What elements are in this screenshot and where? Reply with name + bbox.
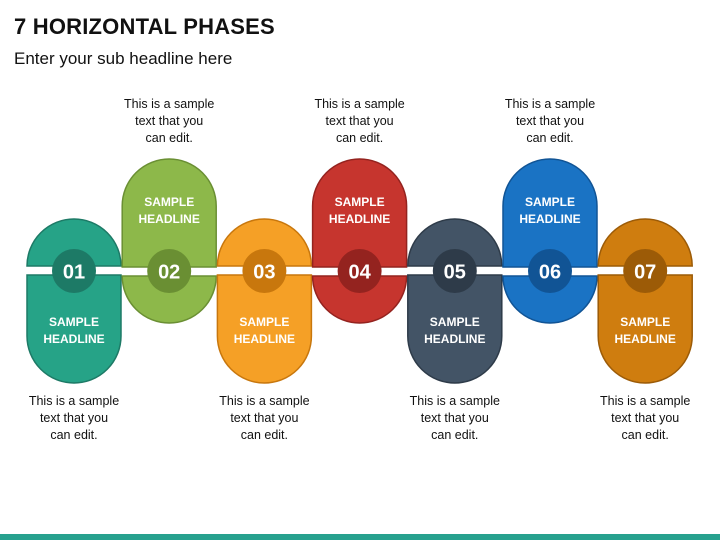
phase-headline-line: SAMPLE: [239, 315, 289, 329]
description-line: can edit.: [431, 428, 479, 442]
description-line: can edit.: [145, 131, 193, 145]
description-line: text that you: [135, 114, 204, 128]
phase-02: [121, 158, 217, 324]
description-line: This is a sample: [314, 97, 405, 111]
phase-headline-line: HEADLINE: [234, 332, 295, 346]
description-line: text that you: [611, 411, 680, 425]
phase-number-circle: [147, 249, 192, 293]
description-line: text that you: [420, 411, 489, 425]
description-line: can edit.: [335, 131, 384, 145]
phase-07: [597, 218, 693, 384]
phase-semicircle: [311, 275, 408, 324]
phase-number: 03: [253, 262, 275, 284]
phase-number-circle: [242, 249, 287, 293]
phase-headline-line: SAMPLE: [144, 195, 194, 209]
description-line: can edit.: [526, 131, 574, 145]
phase-headline-line: SAMPLE: [49, 315, 99, 329]
phase-headline-line: SAMPLE: [430, 315, 480, 329]
description-line: This is a sample: [219, 394, 310, 408]
description-line: This is a sample: [28, 394, 120, 408]
phase-number-circle: [337, 249, 382, 293]
phase-01: [26, 218, 122, 384]
description-line: This is a sample: [409, 394, 500, 408]
description-line: text that you: [39, 411, 109, 425]
phase-number: 05: [444, 262, 466, 284]
phase-number: 07: [634, 262, 656, 284]
phase-labels: 01SAMPLEHEADLINE02SAMPLEHEADLINE03SAMPLE…: [43, 195, 676, 346]
phase-semicircle: [121, 275, 217, 324]
description-line: This is a sample: [124, 97, 215, 111]
phase-headline-line: HEADLINE: [329, 212, 390, 226]
phase-semicircle: [216, 218, 313, 267]
phase-04-description: This is a sample text that you can edit.: [295, 96, 425, 147]
phase-04: [311, 158, 408, 324]
phase-number-circle: [623, 249, 668, 293]
description-line: This is a sample: [504, 97, 596, 111]
bottom-accent-bar: [0, 534, 720, 540]
page-subtitle: Enter your sub headline here: [14, 49, 233, 68]
description-line: text that you: [230, 411, 299, 425]
phase-headline-line: SAMPLE: [525, 195, 575, 209]
phase-semicircle: [597, 218, 693, 267]
description-line: text that you: [515, 114, 585, 128]
phase-headline-line: HEADLINE: [139, 212, 200, 226]
phase-semicircle: [502, 275, 598, 324]
phase-number: 02: [158, 262, 180, 284]
phase-number: 01: [63, 262, 85, 284]
phase-capsule: [407, 274, 503, 384]
phase-01-description: This is a sample text that you can edit.: [9, 393, 139, 444]
phase-06: [502, 158, 598, 324]
phase-capsule: [26, 274, 122, 384]
phase-headline-line: HEADLINE: [615, 332, 676, 346]
phase-number-circle: [528, 249, 572, 293]
phase-headline-line: SAMPLE: [620, 315, 670, 329]
phase-05-description: This is a sample text that you can edit.: [390, 393, 520, 444]
phase-number-circle: [52, 249, 96, 293]
page-title: 7 HORIZONTAL PHASES: [14, 14, 275, 39]
phase-capsule: [597, 274, 693, 384]
phase-03-description: This is a sample text that you can edit.: [199, 393, 329, 444]
phase-headline-line: HEADLINE: [424, 332, 485, 346]
phase-03: [216, 218, 313, 384]
phase-capsule: [121, 158, 217, 268]
phase-number: 04: [348, 262, 371, 284]
description-line: can edit.: [50, 428, 98, 442]
description-line: This is a sample: [600, 394, 691, 408]
phase-headline-line: SAMPLE: [335, 195, 385, 209]
description-line: can edit.: [621, 428, 669, 442]
phase-headline-line: HEADLINE: [43, 332, 104, 346]
phase-06-description: This is a sample text that you can edit.: [485, 96, 615, 147]
phase-capsule: [311, 158, 408, 268]
description-line: text that you: [325, 114, 394, 128]
description-line: can edit.: [240, 428, 289, 442]
phase-07-description: This is a sample text that you can edit.: [580, 393, 710, 444]
phase-05: [407, 218, 503, 384]
phase-02-description: This is a sample text that you can edit.: [104, 96, 234, 147]
phase-semicircle: [407, 218, 503, 267]
phase-semicircle: [26, 218, 122, 267]
phase-capsule: [216, 274, 313, 384]
phase-shapes: [26, 158, 693, 384]
phase-headline-line: HEADLINE: [519, 212, 580, 226]
phase-capsule: [502, 158, 598, 268]
phase-number: 06: [539, 262, 561, 284]
phase-number-circle: [432, 249, 477, 293]
